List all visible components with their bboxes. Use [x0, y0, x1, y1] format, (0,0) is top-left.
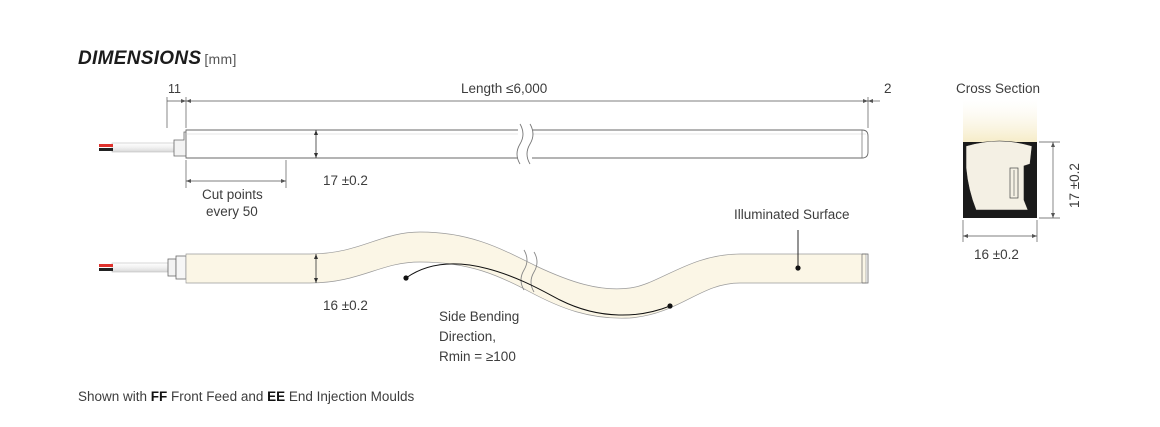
dim-2-label: 2: [884, 81, 892, 96]
bending-label-line2: Direction,: [439, 329, 497, 344]
length-label: Length ≤6,000: [461, 81, 548, 96]
illuminated-surface-label: Illuminated Surface: [734, 207, 850, 222]
cut-every-label: every 50: [206, 204, 258, 219]
cross-section-drawing: [962, 100, 1060, 242]
title-unit: [mm]: [204, 51, 237, 67]
footnote-ff-text: Front Feed and: [167, 389, 268, 404]
top-cable: [111, 142, 175, 153]
bending-strip-body: [185, 231, 867, 319]
bending-direction-curve: [405, 263, 671, 316]
cross-section-title: Cross Section: [956, 81, 1041, 96]
bottom-break-mark: [520, 249, 538, 293]
bottom-wire-red: [99, 264, 113, 267]
top-wire-red: [99, 144, 113, 147]
top-break-mark: [516, 123, 534, 165]
footnote-prefix: Shown with: [78, 389, 151, 404]
cross-section-glow: [963, 100, 1037, 142]
bottom-end-cap: [167, 258, 177, 277]
title-text: DIMENSIONS: [78, 48, 202, 69]
cut-points-label: Cut points: [202, 187, 263, 202]
page-title: DIMENSIONS[mm]: [78, 48, 237, 70]
bottom-wire-black: [99, 268, 113, 271]
height-top-label: 17 ±0.2: [323, 173, 368, 188]
cross-height-label: 17 ±0.2: [1067, 163, 1082, 208]
footnote-ff: FF: [150, 389, 168, 404]
footnote-ee-text: End Injection Moulds: [285, 389, 415, 404]
top-wire-black: [99, 148, 113, 151]
footnote-ee: EE: [267, 389, 286, 404]
cross-width-label: 16 ±0.2: [974, 247, 1019, 262]
bending-label-line1: Side Bending: [439, 309, 520, 324]
bottom-cable: [111, 262, 169, 273]
bottom-strip: [99, 230, 869, 319]
top-strip: [99, 97, 880, 188]
footnote: Shown with FF Front Feed and EE End Inje…: [78, 389, 414, 404]
height-bottom-label: 16 ±0.2: [323, 298, 368, 313]
cross-section-diffuser: [965, 140, 1033, 211]
dim-11-label: 11: [168, 82, 181, 96]
bending-label-line3: Rmin = ≥100: [439, 349, 516, 364]
